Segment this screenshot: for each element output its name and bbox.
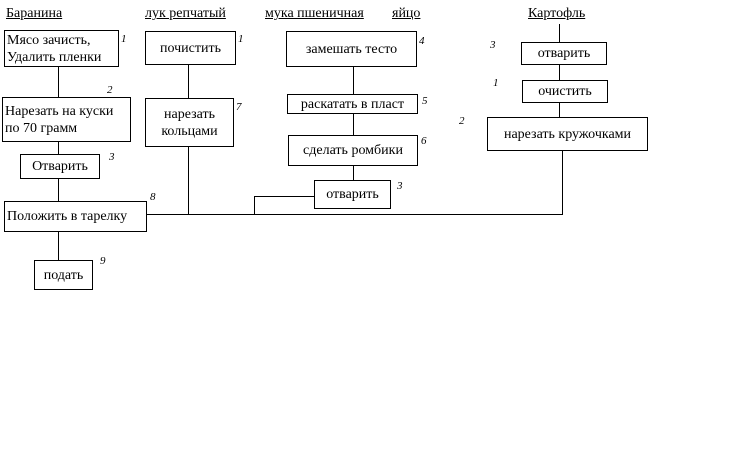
- step-number: 7: [236, 101, 242, 113]
- step-label: замешать тесто: [305, 41, 398, 57]
- connector-line: [254, 196, 255, 214]
- connector-line: [353, 67, 354, 94]
- connector-line: [147, 214, 563, 215]
- step-plate: Положить в тарелку: [4, 201, 147, 232]
- step-potato-slice: нарезать кружочками: [487, 117, 648, 151]
- ingredient-onion: лук репчатый: [145, 6, 226, 21]
- connector-line: [188, 65, 189, 98]
- ingredient-potato: Картофль: [528, 6, 586, 21]
- step-number: 4: [419, 35, 425, 47]
- connector-line: [559, 103, 560, 117]
- step-label: нарезать кольцами: [161, 106, 218, 139]
- step-label: очистить: [538, 84, 592, 99]
- step-label: Мясо зачисть, Удалить пленки: [7, 32, 102, 65]
- step-lamb-boil: Отварить: [20, 154, 100, 179]
- step-dough-boil: отварить: [314, 180, 391, 209]
- connector-line: [254, 196, 314, 197]
- step-number: 8: [150, 191, 156, 203]
- connector-line: [58, 142, 59, 154]
- connector-line: [58, 232, 59, 260]
- step-lamb-clean: Мясо зачисть, Удалить пленки: [4, 30, 119, 67]
- step-potato-peel: очистить: [522, 80, 608, 103]
- step-label: Отварить: [32, 159, 88, 174]
- step-potato-boil: отварить: [521, 42, 607, 65]
- step-dough-mix: замешать тесто: [286, 31, 417, 67]
- step-label: отварить: [537, 46, 591, 61]
- connector-line: [188, 147, 189, 214]
- step-onion-cut: нарезать кольцами: [145, 98, 234, 147]
- step-label: Нарезать на куски по 70 грамм: [5, 103, 114, 136]
- step-label: подать: [43, 267, 84, 283]
- step-number: 2: [107, 84, 113, 96]
- step-label: Положить в тарелку: [7, 209, 128, 224]
- step-onion-peel: почистить: [145, 31, 236, 65]
- step-number: 3: [397, 180, 403, 192]
- step-label: почистить: [160, 40, 221, 56]
- step-label: нарезать кружочками: [503, 126, 632, 142]
- connector-line: [353, 166, 354, 180]
- step-number: 2: [459, 115, 465, 127]
- step-serve: подать: [34, 260, 93, 290]
- step-lamb-cut: Нарезать на куски по 70 грамм: [2, 97, 131, 142]
- step-label: сделать ромбики: [303, 143, 403, 158]
- step-number: 1: [238, 33, 244, 45]
- connector-line: [562, 151, 563, 214]
- step-number: 3: [490, 39, 496, 51]
- ingredient-flour: мука пшеничная: [265, 6, 364, 21]
- ingredient-egg: яйцо: [392, 6, 421, 21]
- step-number: 5: [422, 95, 428, 107]
- connector-line: [58, 67, 59, 97]
- step-number: 9: [100, 255, 106, 267]
- connector-line: [559, 65, 560, 80]
- step-number: 6: [421, 135, 427, 147]
- step-number: 1: [121, 33, 127, 45]
- connector-line: [58, 179, 59, 201]
- ingredient-lamb: Баранина: [6, 6, 63, 21]
- step-dough-roll: раскатать в пласт: [287, 94, 418, 114]
- step-label: раскатать в пласт: [300, 96, 405, 112]
- step-label: отварить: [326, 187, 379, 202]
- connector-line: [353, 114, 354, 135]
- step-dough-cut: сделать ромбики: [288, 135, 418, 166]
- step-number: 1: [493, 77, 499, 89]
- step-number: 3: [109, 151, 115, 163]
- connector-line: [559, 24, 560, 42]
